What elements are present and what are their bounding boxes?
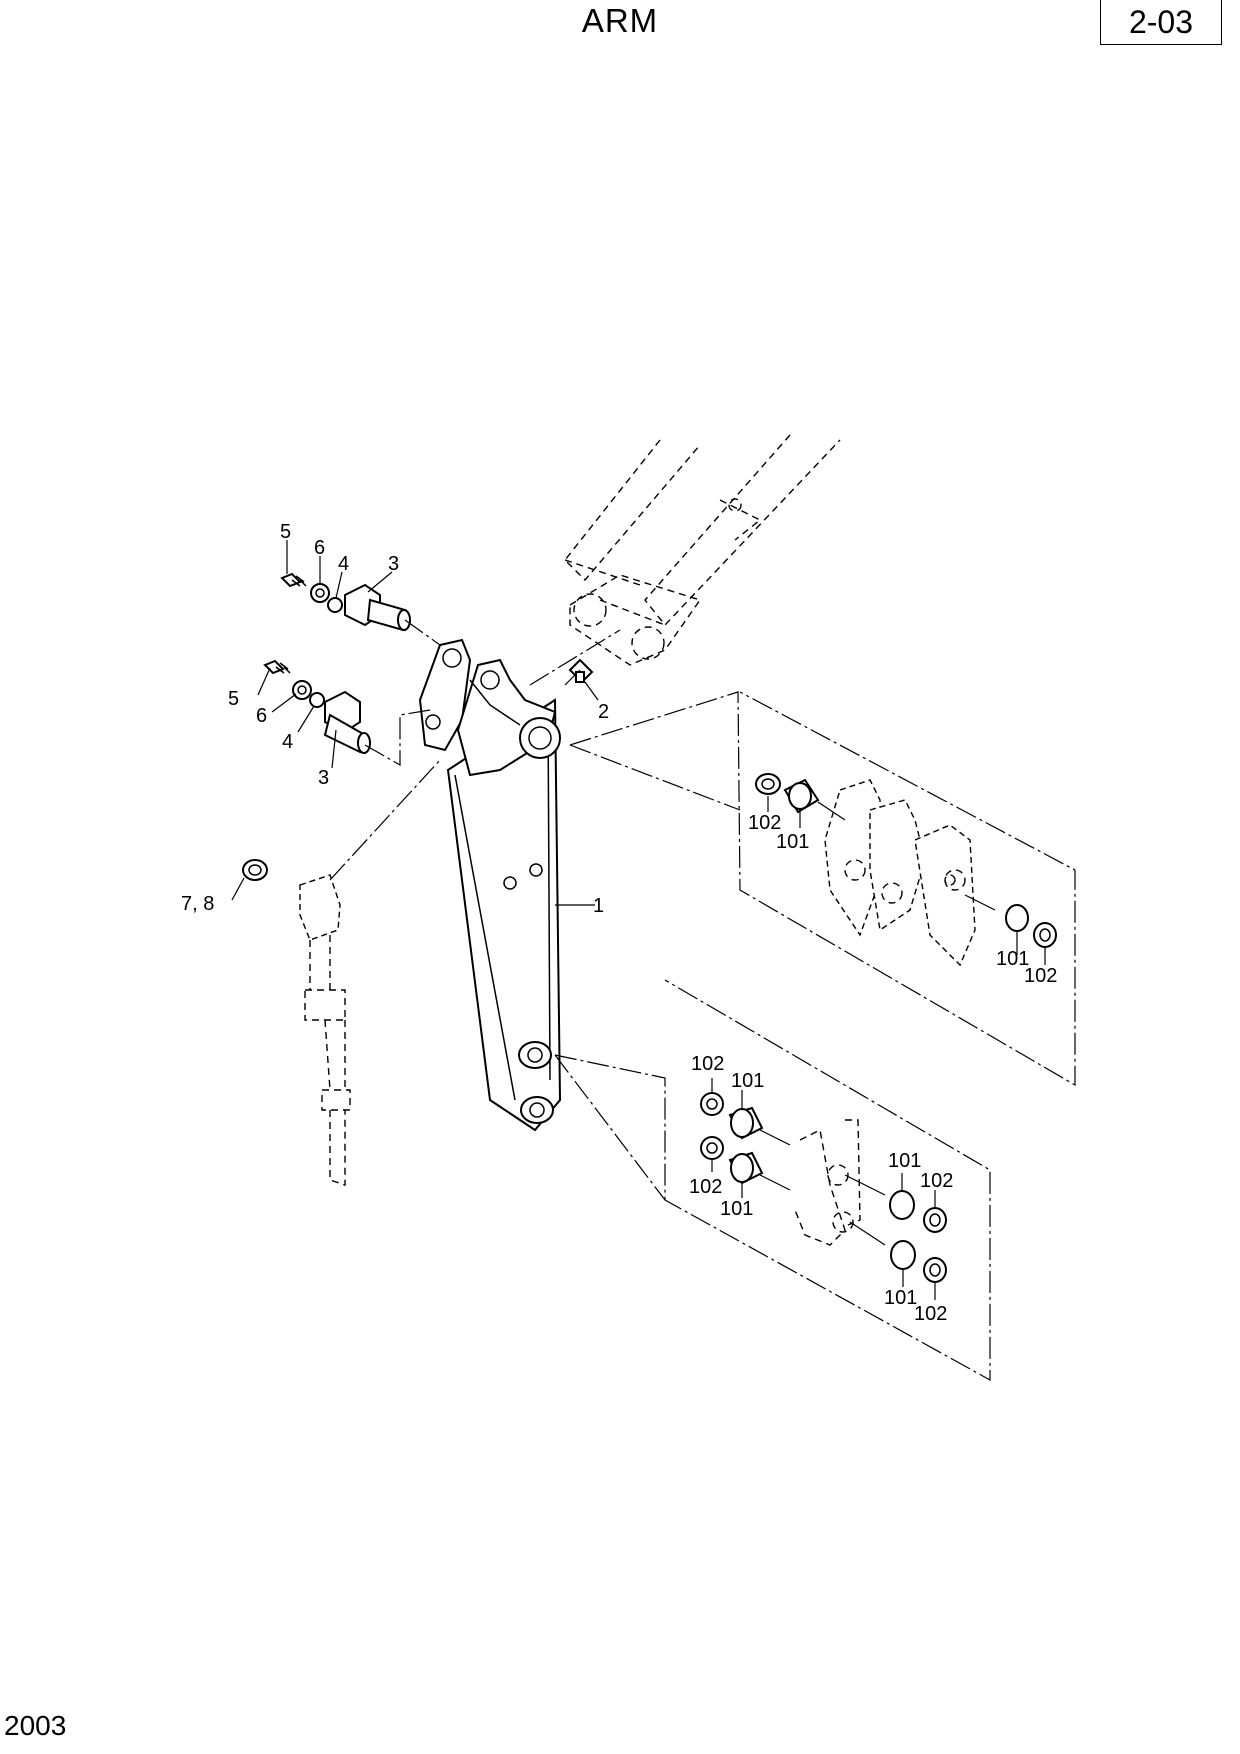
arm-body: [418, 638, 562, 1132]
lower-pin-assembly: [263, 659, 371, 754]
leader-lines: [231, 540, 1046, 1300]
callout-top-seal-right: 102: [1024, 965, 1057, 987]
callout-pin-upper: 3: [388, 553, 399, 575]
chain-lines: [329, 619, 621, 881]
page-title: ARM: [581, 2, 659, 39]
callout-bottom-seal-tr: 102: [920, 1170, 953, 1192]
callout-bolt-upper: 5: [280, 521, 291, 543]
callout-top-seal-left: 102: [748, 812, 781, 834]
bottom-detail-box: [554, 979, 991, 1382]
callout-bottom-bushing-bl: 101: [720, 1198, 753, 1220]
callout-spring-washer-lower: 6: [256, 705, 267, 727]
callout-pin-lower: 3: [318, 767, 329, 789]
callout-bottom-bushing-tr: 101: [888, 1150, 921, 1172]
footer-code: 2003: [4, 1710, 67, 1741]
callout-spring-washer-upper: 6: [314, 537, 325, 559]
upper-pin-assembly: [280, 572, 411, 632]
callout-grease-fitting: 2: [598, 701, 609, 723]
page-code-box: 2-03: [1100, 0, 1222, 45]
top-detail-box: [569, 691, 1076, 1087]
callout-shim: 7, 8: [181, 893, 214, 915]
grease-fitting: [568, 658, 594, 684]
boom-phantom: [564, 434, 841, 666]
callout-washer-lower: 4: [282, 731, 293, 753]
callout-bolt-lower: 5: [228, 688, 239, 710]
callout-top-bushing-left: 101: [776, 831, 809, 853]
callout-bottom-seal-tl: 102: [691, 1053, 724, 1075]
callout-washer-upper: 4: [338, 553, 349, 575]
callout-bottom-bushing-tl: 101: [731, 1070, 764, 1092]
callout-labels: 5 6 4 3 5 6 4 3 2 7, 8 1 102 101 101 102…: [181, 521, 1057, 1325]
callout-bottom-bushing-br: 101: [884, 1287, 917, 1309]
callout-bottom-seal-br: 102: [914, 1303, 947, 1325]
page-code: 2-03: [1128, 3, 1194, 40]
callout-bottom-seal-bl: 102: [689, 1176, 722, 1198]
callout-top-bushing-right: 101: [996, 948, 1029, 970]
shim-and-cylinder: [242, 859, 351, 1186]
callout-arm: 1: [593, 895, 604, 917]
